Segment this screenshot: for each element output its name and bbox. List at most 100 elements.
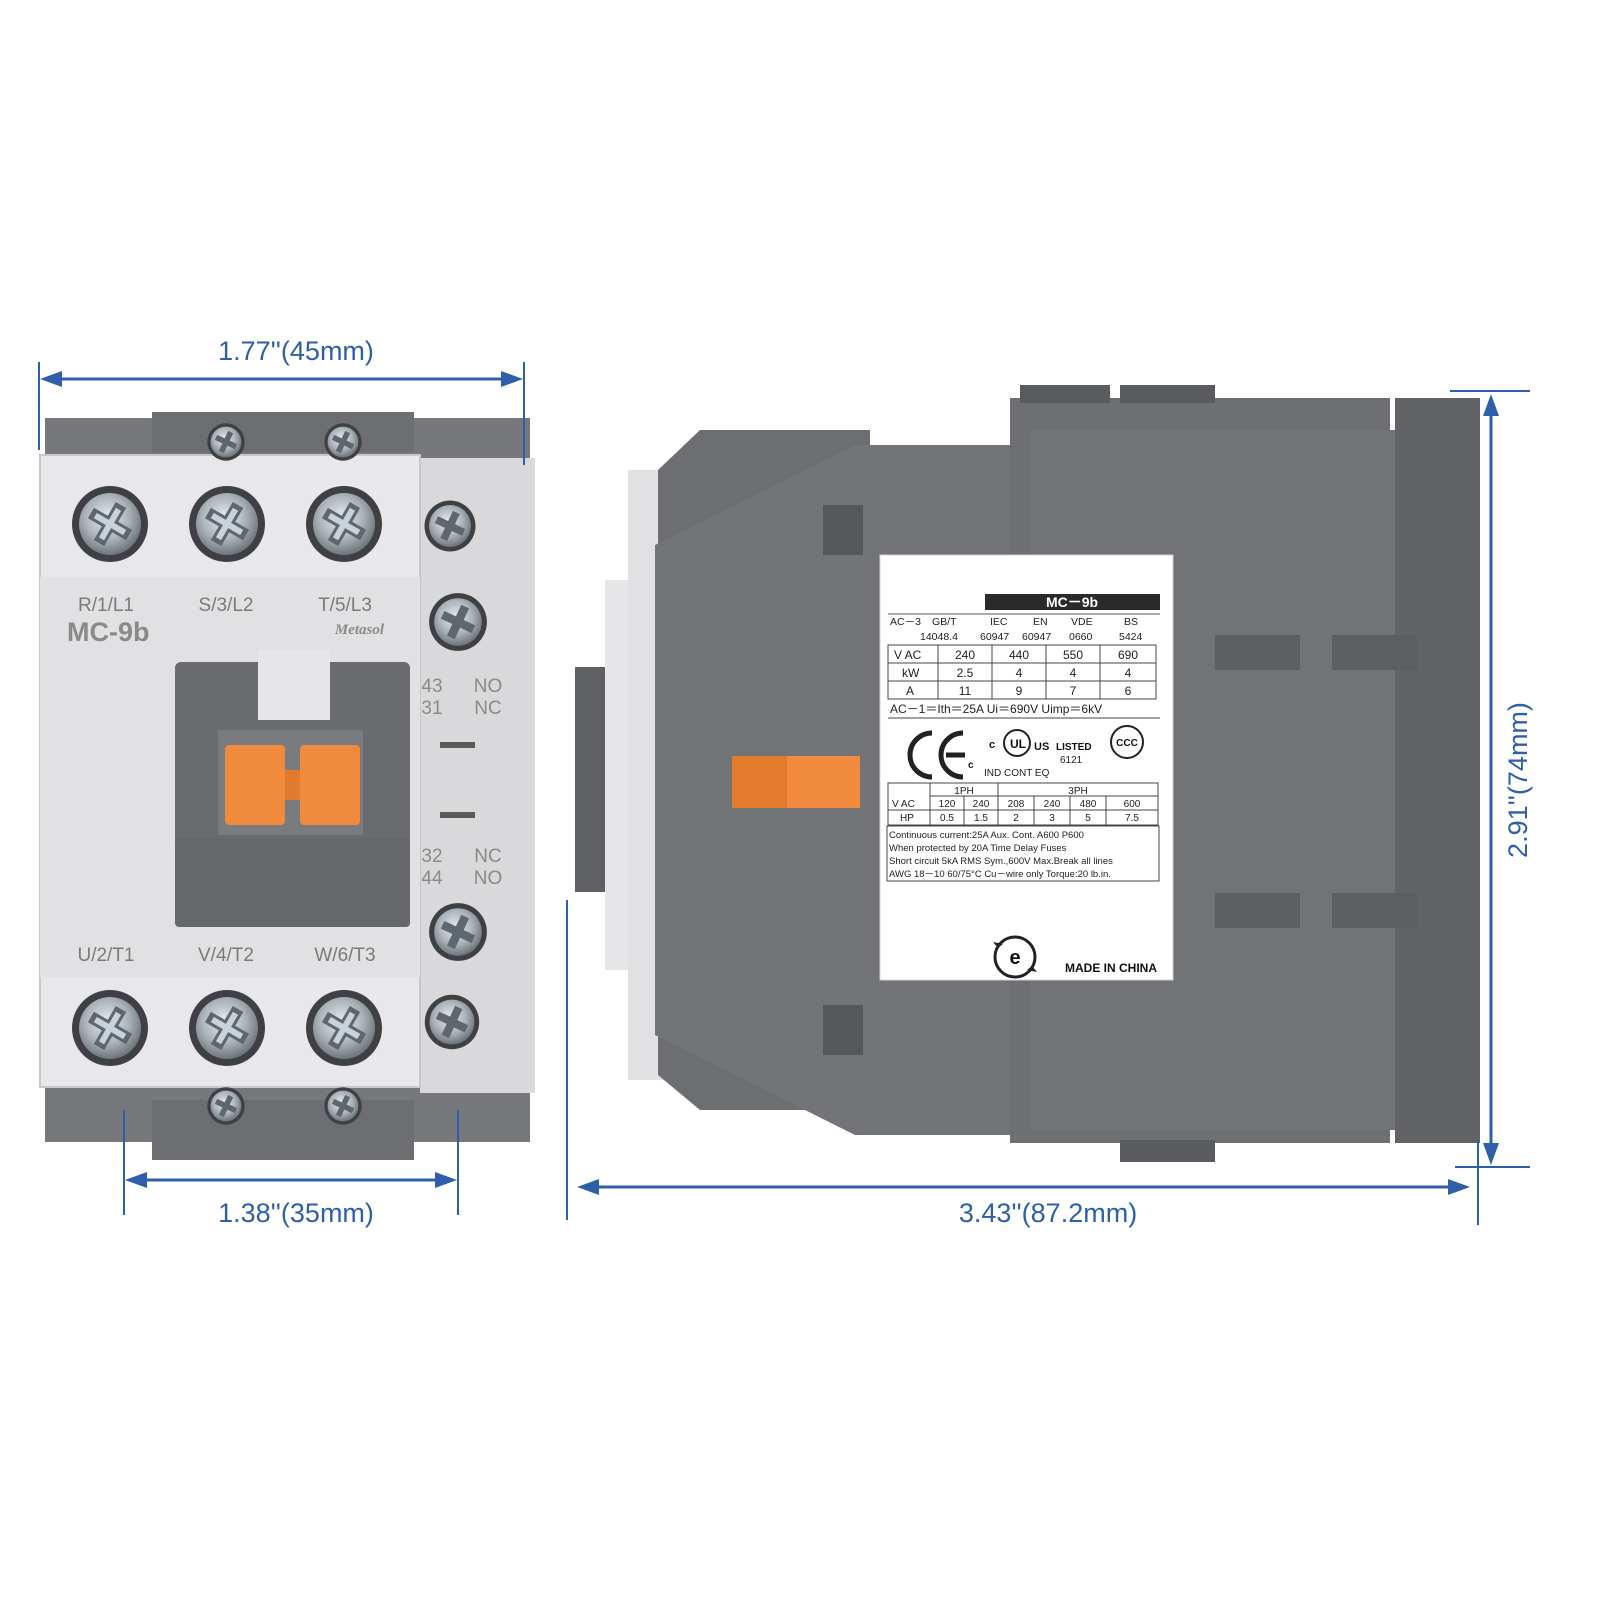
screw-icon bbox=[424, 500, 476, 552]
screw-icon bbox=[207, 1087, 245, 1125]
vent-slot bbox=[1215, 635, 1300, 670]
rating-unit: V AC bbox=[894, 648, 922, 662]
std-header: EN bbox=[1033, 616, 1048, 628]
ul-mark-icon bbox=[1003, 729, 1031, 757]
hp-value: 3 bbox=[1049, 813, 1055, 824]
orange-actuator bbox=[285, 770, 300, 800]
e-c-mark: c bbox=[968, 760, 974, 771]
ce-mark-icon bbox=[907, 730, 933, 780]
aux-number: 32 bbox=[421, 846, 442, 867]
screw-icon bbox=[189, 990, 265, 1066]
screw-icon bbox=[429, 593, 487, 651]
actuator-lower bbox=[175, 838, 410, 927]
screw-icon bbox=[429, 903, 487, 961]
ccc-text: CCC bbox=[1116, 738, 1138, 749]
screw-icon bbox=[306, 990, 382, 1066]
arrow-icon bbox=[1483, 394, 1499, 416]
label-model: MC－9b bbox=[1046, 594, 1098, 610]
height-dimension: 2.91''(74mm) bbox=[1503, 702, 1533, 858]
rating-value: 9 bbox=[1016, 684, 1023, 698]
model-label: MC-9b bbox=[67, 617, 150, 647]
side-clip-hole bbox=[823, 1005, 863, 1055]
rating-value: 11 bbox=[959, 684, 972, 698]
ul-code: 6121 bbox=[1060, 755, 1083, 766]
arrow-icon bbox=[501, 371, 523, 387]
side-top-tab bbox=[1020, 385, 1110, 403]
screw-icon bbox=[72, 990, 148, 1066]
rating-value: 550 bbox=[1063, 648, 1083, 662]
aux-number: 43 bbox=[421, 676, 442, 697]
dimension-lines: 1.77''(45mm) 1.38''(35mm) 3.43''(87.2mm)… bbox=[38, 336, 1533, 1228]
cert-marks: c UL c US LISTED 6121 IND CONT EQ CCC bbox=[907, 725, 1144, 780]
brand-label: Metasol bbox=[334, 622, 385, 638]
hp-vac: 240 bbox=[1044, 799, 1061, 810]
rating-value: 4 bbox=[1070, 666, 1077, 680]
std-number: 0660 bbox=[1069, 631, 1093, 643]
ce-mark-icon bbox=[938, 730, 965, 780]
spec-label: MC－9b AC－3 GB/T IEC EN VDE BS 14048.4 60… bbox=[879, 554, 1174, 981]
rating-value: 4 bbox=[1125, 666, 1132, 680]
ind-cont-eq: IND CONT EQ bbox=[984, 768, 1050, 779]
std-header: VDE bbox=[1071, 616, 1093, 628]
vent-slot bbox=[1215, 893, 1300, 928]
screw-icon bbox=[189, 486, 265, 562]
aux-number: 31 bbox=[421, 698, 442, 719]
side-view: MC－9b AC－3 GB/T IEC EN VDE BS 14048.4 60… bbox=[575, 385, 1480, 1162]
aux-number: 44 bbox=[421, 868, 443, 889]
vent-slot bbox=[1332, 635, 1417, 670]
terminal-label: S/3/L2 bbox=[199, 595, 254, 616]
hp-vac: 120 bbox=[939, 799, 956, 810]
ccc-mark-icon bbox=[1110, 725, 1144, 759]
hp-grid bbox=[887, 782, 1159, 826]
aux-type: NO bbox=[474, 676, 503, 697]
arrow-icon bbox=[1483, 1143, 1499, 1165]
rating-value: 6 bbox=[1125, 684, 1132, 698]
hp-vac-label: V AC bbox=[892, 799, 915, 810]
hp-value: 5 bbox=[1085, 813, 1091, 824]
label-note: When protected by 20A Time Delay Fuses bbox=[889, 843, 1067, 854]
std-number: 60947 bbox=[980, 631, 1009, 643]
arrow-icon bbox=[40, 371, 62, 387]
actuator-window bbox=[258, 650, 330, 720]
arrow-icon bbox=[1448, 1179, 1470, 1195]
screw-icon bbox=[424, 994, 480, 1050]
width-dimension: 1.77''(45mm) bbox=[218, 336, 374, 366]
hp-group: 3PH bbox=[1068, 786, 1087, 797]
std-number: 5424 bbox=[1119, 631, 1143, 643]
rating-unit: A bbox=[906, 684, 914, 698]
std-header: AC－3 bbox=[890, 616, 921, 628]
terminal-label: V/4/T2 bbox=[198, 945, 254, 966]
svg-text:UL: UL bbox=[1010, 737, 1026, 751]
label-note: Continuous current:25A Aux. Cont. A600 P… bbox=[889, 830, 1084, 841]
ul-c: c bbox=[989, 739, 995, 751]
label-note: Short circuit 5kA RMS Sym.,600V Max.Brea… bbox=[889, 856, 1113, 867]
ratings-grid bbox=[887, 644, 1157, 700]
terminal-label: T/5/L3 bbox=[318, 595, 372, 616]
std-header: GB/T bbox=[932, 616, 957, 628]
arrow-icon bbox=[577, 1179, 599, 1195]
orange-actuator bbox=[300, 745, 360, 825]
aux-type: NC bbox=[474, 846, 501, 867]
hp-value: 7.5 bbox=[1125, 813, 1139, 824]
hp-vac: 208 bbox=[1008, 799, 1025, 810]
front-bottom-frame bbox=[152, 1100, 414, 1160]
e-mark: e bbox=[1009, 947, 1020, 969]
rating-unit: kW bbox=[902, 666, 920, 680]
terminal-label: R/1/L1 bbox=[78, 595, 134, 616]
side-orange-indicator bbox=[732, 756, 787, 808]
arrow-icon bbox=[125, 1172, 147, 1188]
hp-vac: 480 bbox=[1080, 799, 1097, 810]
front-top-frame bbox=[152, 412, 414, 452]
screw-icon bbox=[306, 486, 382, 562]
side-top-tab bbox=[1120, 385, 1215, 403]
hp-vac: 600 bbox=[1124, 799, 1141, 810]
e-mark-icon bbox=[993, 942, 1037, 972]
rating-value: 4 bbox=[1016, 666, 1023, 680]
label-note: AWG 18－10 60/75°C Cu－wire only Torque:20… bbox=[889, 869, 1111, 880]
label-model-bar bbox=[985, 594, 1160, 610]
e-mark-icon bbox=[993, 935, 1037, 979]
rating-value: 7 bbox=[1070, 684, 1077, 698]
front-view: R/1/L1 S/3/L2 T/5/L3 MC-9b Metasol U/2/T… bbox=[39, 412, 535, 1160]
screw-icon bbox=[324, 1087, 362, 1125]
